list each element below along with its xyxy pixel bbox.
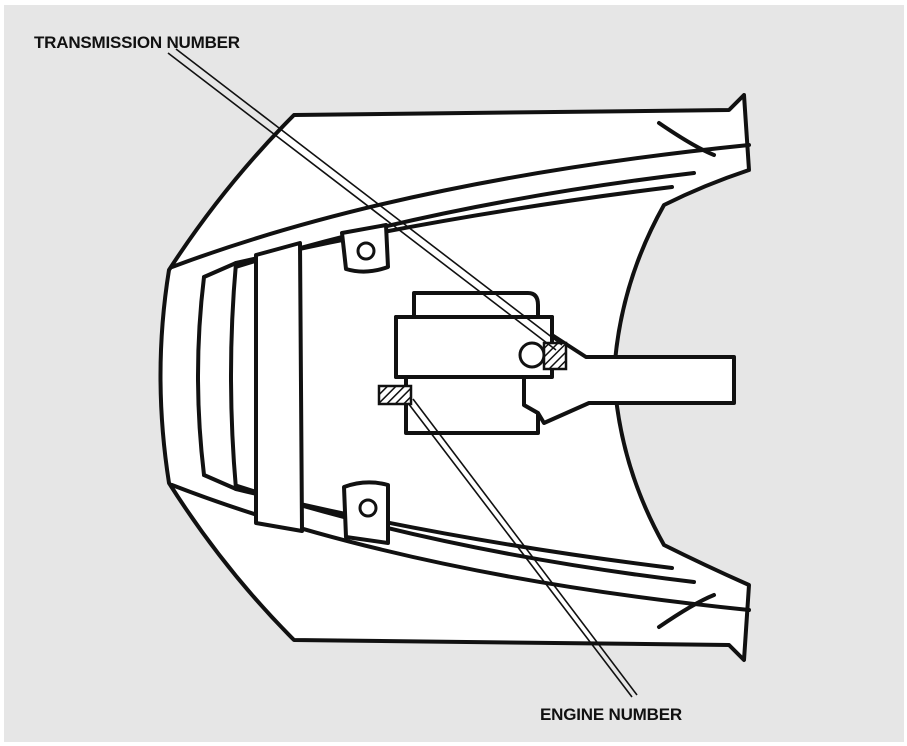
output-shaft-circle — [518, 341, 546, 369]
engine-number-stamp — [377, 384, 413, 406]
motorcycle-frame-illustration — [158, 48, 751, 698]
lower-bolt-hole — [358, 498, 378, 518]
transmission-leader-line-2 — [175, 48, 563, 346]
tail-upper — [657, 121, 716, 157]
transmission-number-stamp — [542, 341, 568, 371]
tail-lower — [657, 593, 716, 629]
engine-leader-line-2 — [412, 398, 638, 696]
transmission-leader-line — [167, 52, 557, 351]
output-shaft — [522, 333, 736, 425]
upper-rail-outer — [170, 143, 751, 269]
steering-head-outline — [196, 261, 238, 491]
engine-number-label: ENGINE NUMBER — [540, 705, 682, 724]
cross-tube — [254, 241, 304, 533]
engine-leader-line — [407, 402, 633, 698]
lower-rail-outer — [170, 483, 751, 612]
vin-location-diagram: TRANSMISSION NUMBER ENGINE NUMBER — [4, 5, 904, 742]
upper-bolt-hole — [356, 241, 376, 261]
transmission-number-label: TRANSMISSION NUMBER — [34, 33, 240, 52]
